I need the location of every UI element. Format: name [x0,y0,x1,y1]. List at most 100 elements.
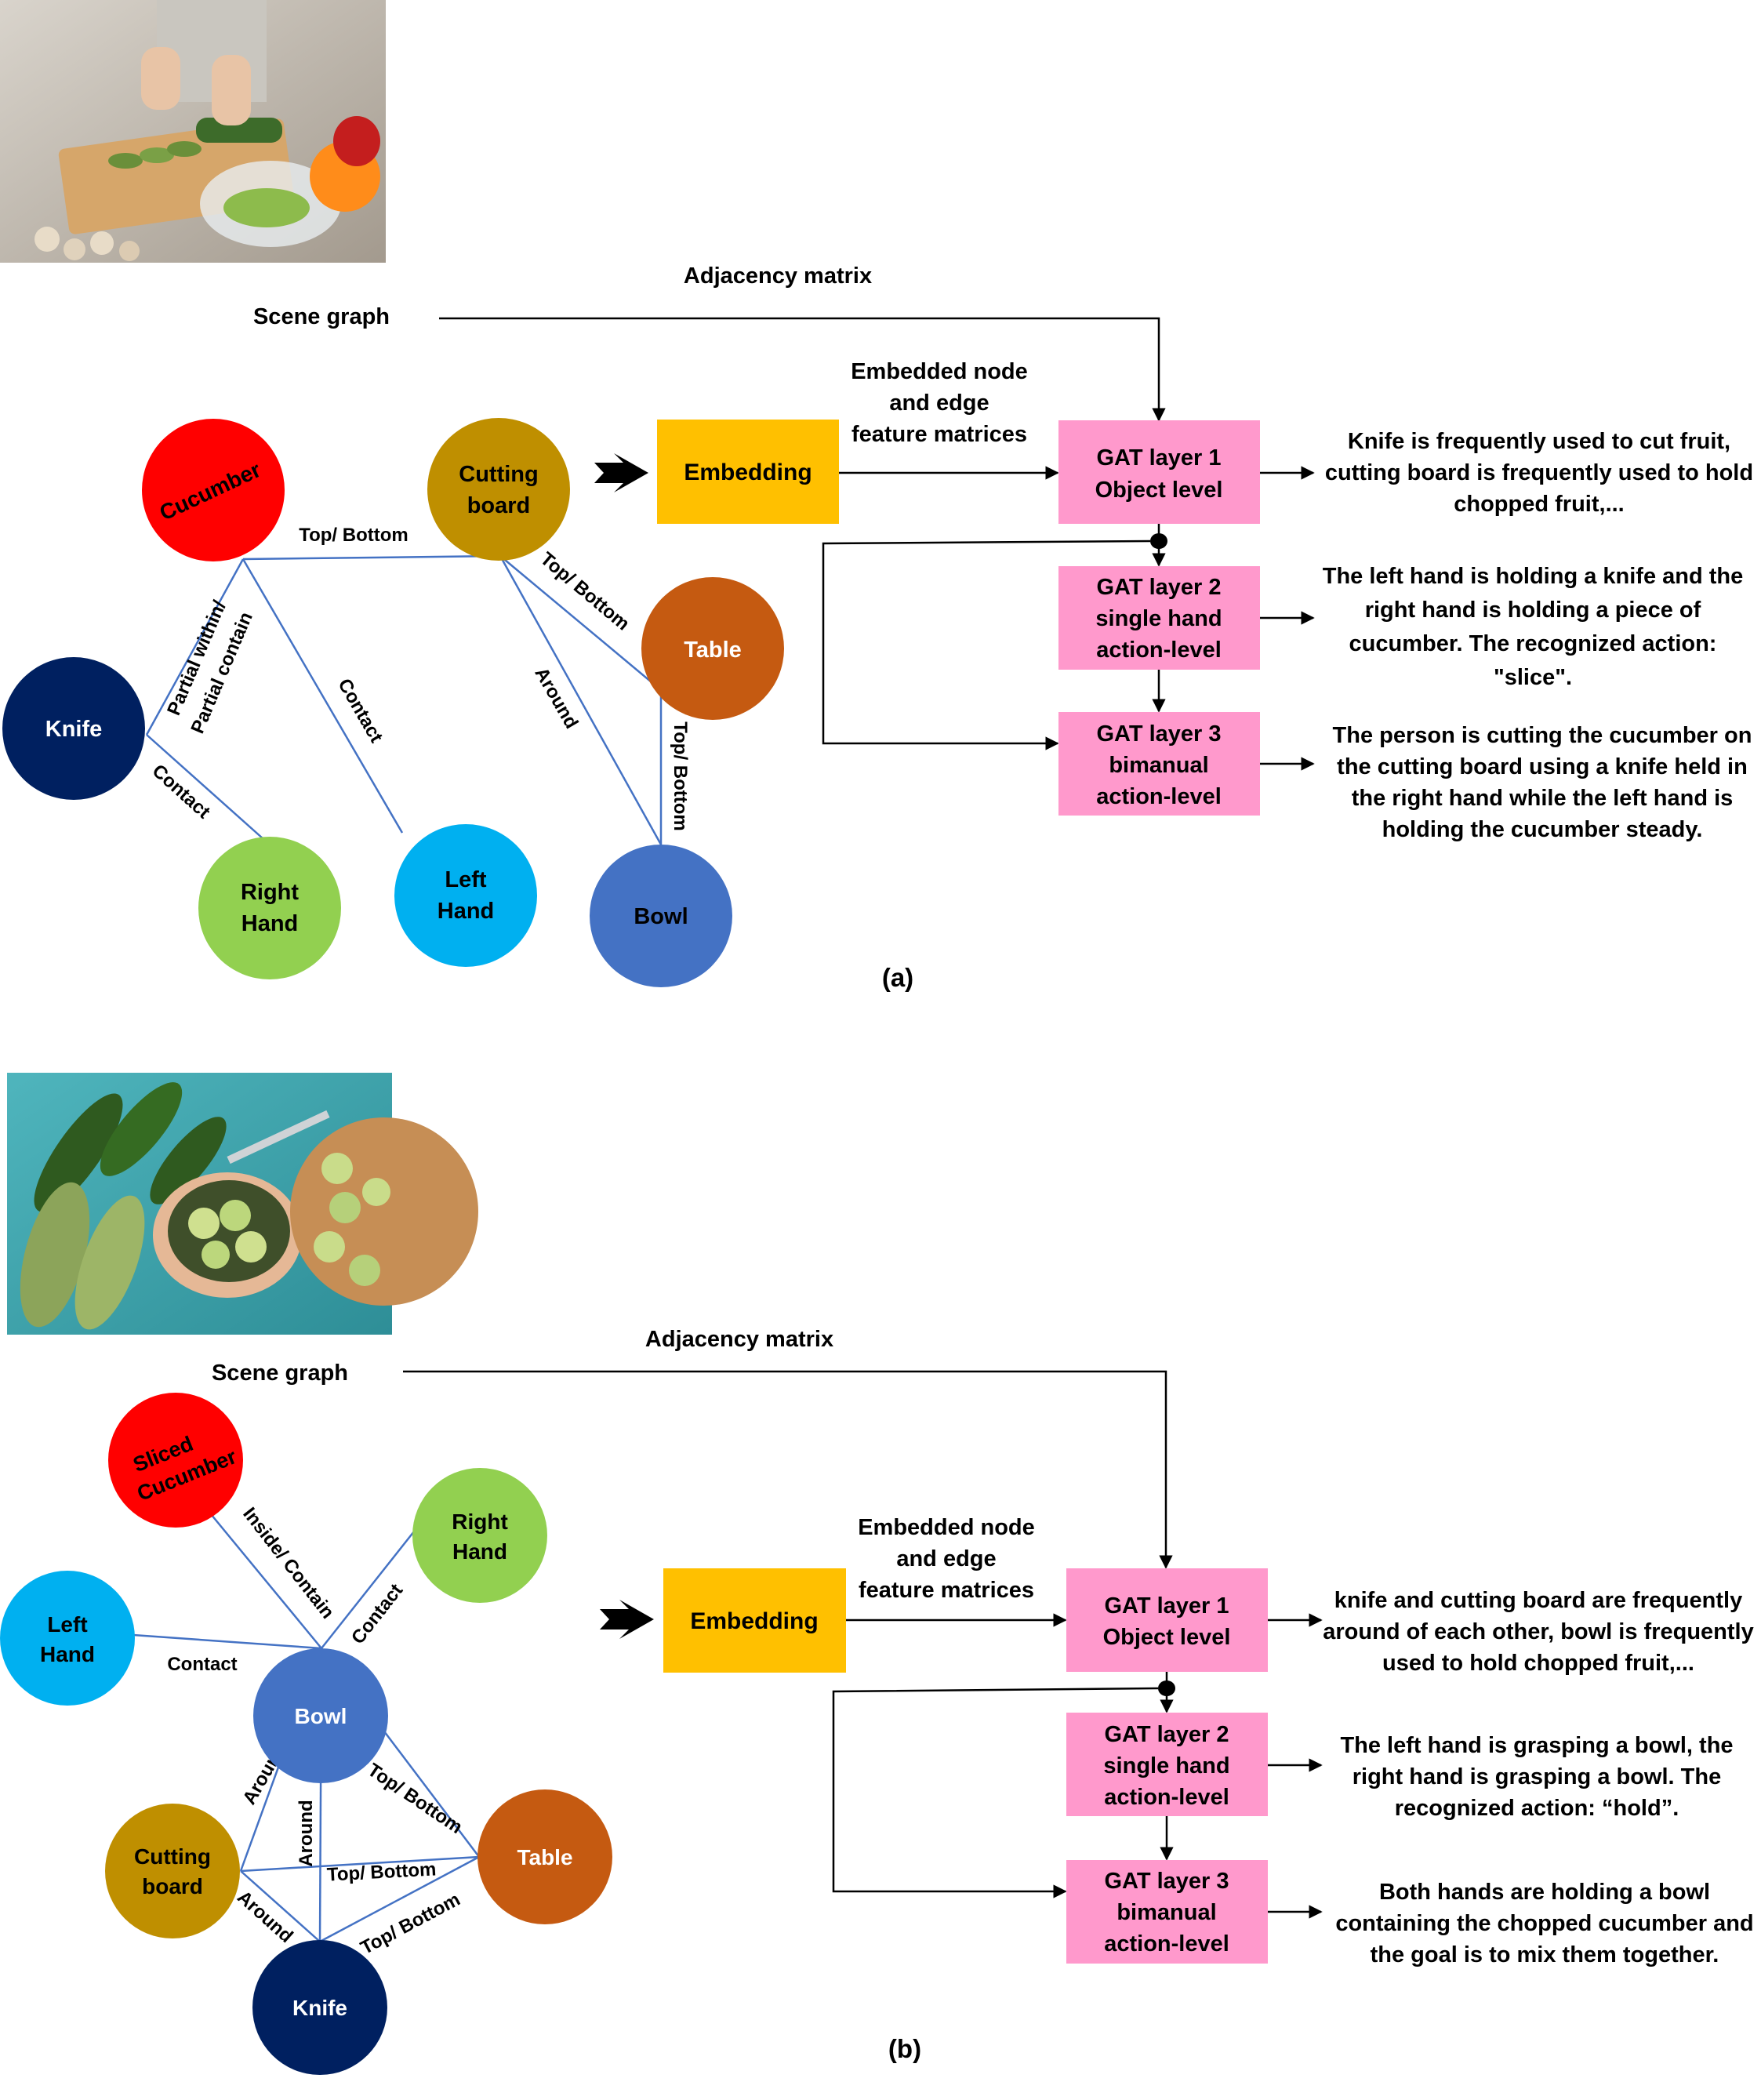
gat3-a-line1: GAT layer 3 [1096,721,1221,747]
photo-b-cucumbers-bowl [7,1073,478,1335]
output-a3-line: the cutting board using a knife held in [1337,754,1748,779]
embedded-caption-b-3: feature matrices [859,1578,1034,1603]
gat-layer1-box-a [1058,420,1260,524]
gat1-b-line1: GAT layer 1 [1104,1593,1229,1619]
edge-label-around-bowl-knife: Around [296,1800,317,1866]
embedded-caption-b-2: and edge [896,1546,996,1571]
panel-label-b: (b) [888,2034,921,2063]
junction-dot-a [1150,533,1167,549]
gat3-a-line2: bimanual [1109,753,1208,778]
embedded-caption-b-1: Embedded node [858,1515,1035,1540]
node-sliced-cucumber-b: Sliced Cucumber [108,1393,243,1528]
adjacency-label-a: Adjacency matrix [684,263,872,289]
node-right-hand-a: Right Hand [198,837,341,979]
node-cutting-board-b: Cutting board [105,1804,240,1938]
edge-label-contact-righthand-bowl: Contact [347,1580,407,1648]
output-a2-line: "slice". [1494,665,1572,690]
embedding-box-b [663,1568,846,1673]
adjacency-arrow-b [403,1370,1173,1569]
node-knife-a: Knife [2,657,145,800]
gat2-b-line2: single hand [1103,1753,1229,1778]
node-label-right: Right [241,880,299,905]
junction-dot-b [1158,1680,1175,1696]
node-label-hand: Hand [438,899,495,924]
edge-label-top-bottom-board-table: Top/ Bottom [536,548,634,634]
node-label-board: board [142,1874,203,1898]
block-arrow-b [600,1600,654,1639]
embedding-label-a: Embedding [684,460,812,485]
node-label-hand: Hand [452,1539,507,1564]
gat-layer3-box-b [1066,1860,1268,1964]
node-label-right: Right [452,1510,508,1534]
gat3-b-line3: action-level [1104,1931,1229,1956]
skip-connection-a [822,540,1151,750]
node-bowl-a: Bowl [590,845,732,987]
edge-label-contact-cucumber-lefthand: Contact [333,675,387,747]
output-b3-line: the goal is to mix them together. [1371,1942,1719,1967]
output-b3-line: Both hands are holding a bowl [1379,1880,1710,1905]
node-label-cutting: Cutting [134,1844,211,1869]
gat3-a-line3: action-level [1096,784,1222,809]
gat1-a-line2: Object level [1095,478,1223,503]
edge-label-inside-contain: Inside/ Contain [238,1503,338,1622]
gat1-b-line2: Object level [1103,1625,1231,1650]
edge-label-around-board-knife: Around [233,1887,296,1947]
output-b3-line: containing the chopped cucumber and [1335,1911,1753,1936]
output-b1-line: around of each other, bowl is frequently [1323,1619,1753,1644]
panel-label-a: (a) [882,963,913,992]
output-text-gat2-a: The left hand is holding a knife and the… [1323,564,1744,690]
output-a1-line: cutting board is frequently used to hold [1325,460,1753,485]
node-bowl-b: Bowl [253,1648,388,1783]
node-label-knife: Knife [292,1996,347,2020]
output-a3-line: the right hand while the left hand is [1352,786,1734,811]
node-label-table: Table [684,638,742,663]
output-text-gat1-a: Knife is frequently used to cut fruit, c… [1325,429,1753,517]
photo-a-kitchen-cutting [0,0,386,263]
edge-label-around-board-bowl: Around [530,664,582,732]
node-left-hand-a: Left Hand [394,824,537,967]
gat3-b-line2: bimanual [1117,1900,1216,1925]
output-a2-line: The left hand is holding a knife and the [1323,564,1744,589]
output-a3-line: The person is cutting the cucumber on [1333,723,1752,748]
edge-label-contact-lefthand-bowl: Contact [167,1654,237,1675]
gat2-a-line2: single hand [1095,606,1222,631]
output-a2-line: cucumber. The recognized action: [1349,631,1717,656]
output-a3-line: holding the cucumber steady. [1382,817,1703,842]
output-b1-line: used to hold chopped fruit,... [1382,1651,1694,1676]
output-text-gat1-b: knife and cutting board are frequently a… [1323,1588,1753,1676]
node-label-bowl: Bowl [634,904,688,929]
edge-label-top-bottom-table-bowl: Top/ Bottom [670,721,691,831]
output-b1-line: knife and cutting board are frequently [1334,1588,1742,1613]
node-table-b: Table [477,1789,612,1924]
embedded-caption-a-1: Embedded node [851,359,1028,384]
adjacency-arrow-a [439,317,1166,422]
edge-label-top-bottom-cucumber-board: Top/ Bottom [299,525,408,546]
node-label-left: Left [445,867,487,892]
gat3-b-line1: GAT layer 3 [1104,1869,1229,1894]
embedded-caption-a-3: feature matrices [851,422,1027,447]
node-label-left: Left [47,1612,87,1637]
edge-label-contact-knife-righthand: Contact [148,761,214,823]
node-label-knife: Knife [45,717,103,742]
embedding-label-b: Embedding [690,1608,818,1634]
node-label-bowl: Bowl [295,1704,347,1728]
gat-layer3-box-a [1058,712,1260,816]
node-knife-b: Knife [252,1940,387,2075]
output-a1-line: chopped fruit,... [1454,492,1625,517]
scene-graph-label-b: Scene graph [212,1361,348,1386]
gat-layer2-box-a [1058,566,1260,670]
node-right-hand-b: Right Hand [412,1468,547,1603]
node-cutting-board-a: Cutting board [427,418,570,561]
output-text-gat3-b: Both hands are holding a bowl containing… [1335,1880,1753,1967]
node-table-a: Table [641,577,784,720]
output-b2-line: right hand is grasping a bowl. The [1353,1764,1721,1789]
node-label-hand: Hand [241,911,299,936]
gat-layer2-box-b [1066,1713,1268,1816]
node-cucumber-a: Cucumber [142,419,285,561]
gat2-b-line1: GAT layer 2 [1104,1722,1229,1747]
node-left-hand-b: Left Hand [0,1571,135,1706]
scene-graph-edges-a [145,554,663,846]
output-text-gat3-a: The person is cutting the cucumber on th… [1333,723,1752,842]
gat-layer1-box-b [1066,1568,1268,1672]
node-label-hand: Hand [40,1642,95,1666]
